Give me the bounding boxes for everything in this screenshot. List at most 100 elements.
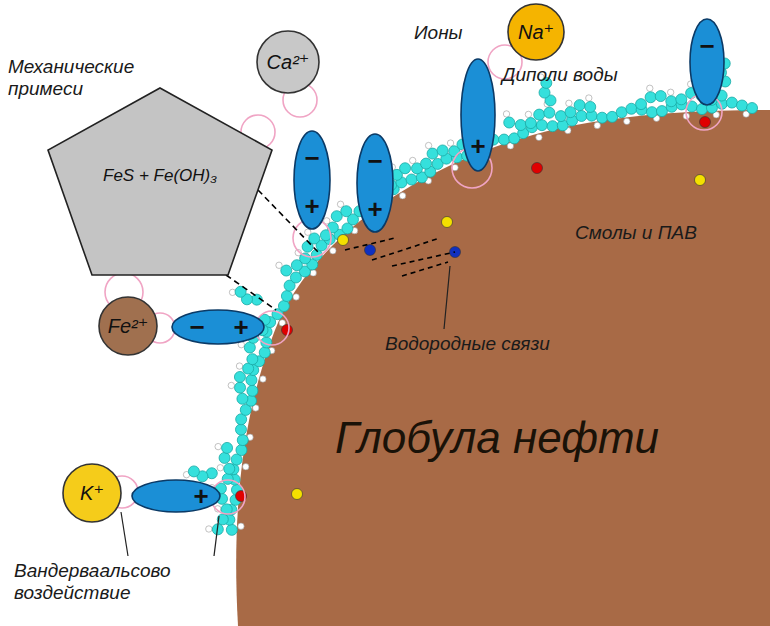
carbon-atom — [636, 104, 647, 115]
carbon-atom — [341, 206, 352, 217]
oil-globule-outline — [236, 110, 770, 626]
hydrogen-atom — [295, 249, 301, 255]
water-dipole-outline — [357, 134, 393, 232]
carbon-atom — [545, 95, 556, 106]
carbon-atom — [316, 240, 327, 251]
water-dipole-shape — [171, 309, 265, 345]
water-dipole: −+ — [171, 309, 265, 345]
carbon-atom — [515, 120, 526, 131]
carbon-atom — [229, 474, 240, 485]
carbon-atom — [234, 371, 245, 382]
carbon-atom — [235, 382, 246, 393]
hydrogen-atom — [447, 140, 453, 146]
carbon-atom — [224, 514, 235, 525]
carbon-atom — [324, 234, 335, 245]
bond-line — [226, 275, 276, 310]
carbon-atom — [716, 98, 727, 109]
hydrogen-atom — [425, 142, 431, 148]
annotation-label: Вандерваальсово воздействие — [14, 560, 204, 604]
carbon-atom — [666, 96, 677, 107]
carbon-atom — [539, 87, 550, 98]
carbon-atom — [284, 280, 295, 291]
ion-label: Na⁺ — [518, 22, 554, 42]
carbon-atom — [555, 111, 566, 122]
hydrogen-atom — [215, 506, 221, 512]
hydrogen-atom — [305, 229, 311, 235]
carbon-atom — [686, 101, 697, 112]
annotation-label: Механические примеси — [8, 56, 168, 100]
carbon-atom — [251, 294, 262, 305]
carbon-atom — [331, 211, 342, 222]
water-dipole-outline — [690, 19, 724, 105]
carbon-atom — [228, 464, 239, 475]
water-dipole: + — [460, 58, 496, 172]
hydrogen-atom — [206, 526, 212, 532]
carbon-atom — [212, 524, 223, 535]
carbon-atom — [222, 473, 233, 484]
carbon-atom — [432, 158, 443, 169]
carbon-atom — [222, 442, 233, 453]
carbon-atom — [585, 101, 596, 112]
charge-sign: + — [304, 193, 319, 219]
annotation-label: Ионы — [414, 22, 484, 44]
carbon-atom — [441, 153, 452, 164]
ion-circle: K⁺ — [62, 463, 122, 523]
water-dipole: −+ — [356, 133, 394, 233]
carbon-atom — [449, 146, 460, 157]
carbon-atom — [281, 265, 292, 276]
water-dipole-outline — [461, 59, 495, 171]
water-dipole-shape — [689, 18, 725, 106]
charge-sign: − — [699, 33, 714, 59]
water-dipole-outline — [172, 310, 264, 344]
hydrogen-atom — [228, 382, 234, 388]
carbon-atom — [302, 241, 313, 252]
carbon-atom — [231, 454, 242, 465]
carbon-atom — [197, 471, 208, 482]
ion-circle-outline — [63, 464, 121, 522]
carbon-atom — [616, 107, 627, 118]
hydrogen-atom — [503, 111, 509, 117]
hydrogen-atom — [229, 289, 235, 295]
charge-sign: − — [189, 314, 204, 340]
particle-pentagon-outline — [48, 88, 272, 275]
hydrogen-atom — [236, 363, 242, 369]
water-dipole-outline — [294, 131, 330, 229]
annotation-label: Водородные связи — [385, 333, 575, 355]
annotation-label: Диполи воды — [502, 64, 652, 86]
carbon-atom — [247, 354, 258, 365]
carbon-atom — [574, 100, 585, 111]
hydrogen-atom — [324, 218, 330, 224]
carbon-atom — [219, 452, 230, 463]
hydrogen-atom — [647, 85, 653, 91]
carbon-atom — [411, 163, 422, 174]
carbon-atom — [235, 286, 246, 297]
hydrogen-atom — [667, 89, 673, 95]
hydrogen-atom — [183, 471, 189, 477]
carbon-atom — [221, 504, 232, 515]
node-label: Глобула нефти — [335, 416, 659, 460]
carbon-atom — [626, 103, 637, 114]
carbon-atom — [676, 94, 687, 105]
carbon-atom — [206, 468, 217, 479]
carbon-atom — [243, 363, 254, 374]
carbon-atom — [636, 99, 647, 110]
carbon-atom — [576, 110, 587, 121]
carbon-atom — [291, 260, 302, 271]
carbon-atom — [406, 174, 417, 185]
carbon-atom — [655, 91, 666, 102]
carbon-atom — [217, 514, 228, 525]
carbon-atom — [565, 107, 576, 118]
hydrogen-atom — [544, 101, 550, 107]
ion-circle: Ca²⁺ — [256, 30, 320, 94]
ion-circle: Fe²⁺ — [98, 296, 158, 356]
water-dipole-outline — [132, 480, 220, 512]
charge-sign: + — [367, 196, 382, 222]
hydrogen-atom — [566, 100, 572, 106]
node-label: FeS + Fe(OH)₃ — [103, 167, 217, 184]
carbon-atom — [290, 272, 301, 283]
carbon-atom — [676, 99, 687, 110]
carbon-atom — [300, 253, 311, 264]
hydrogen-atom — [525, 111, 531, 117]
carbon-atom — [544, 107, 555, 118]
ion-circle-outline — [257, 31, 319, 93]
